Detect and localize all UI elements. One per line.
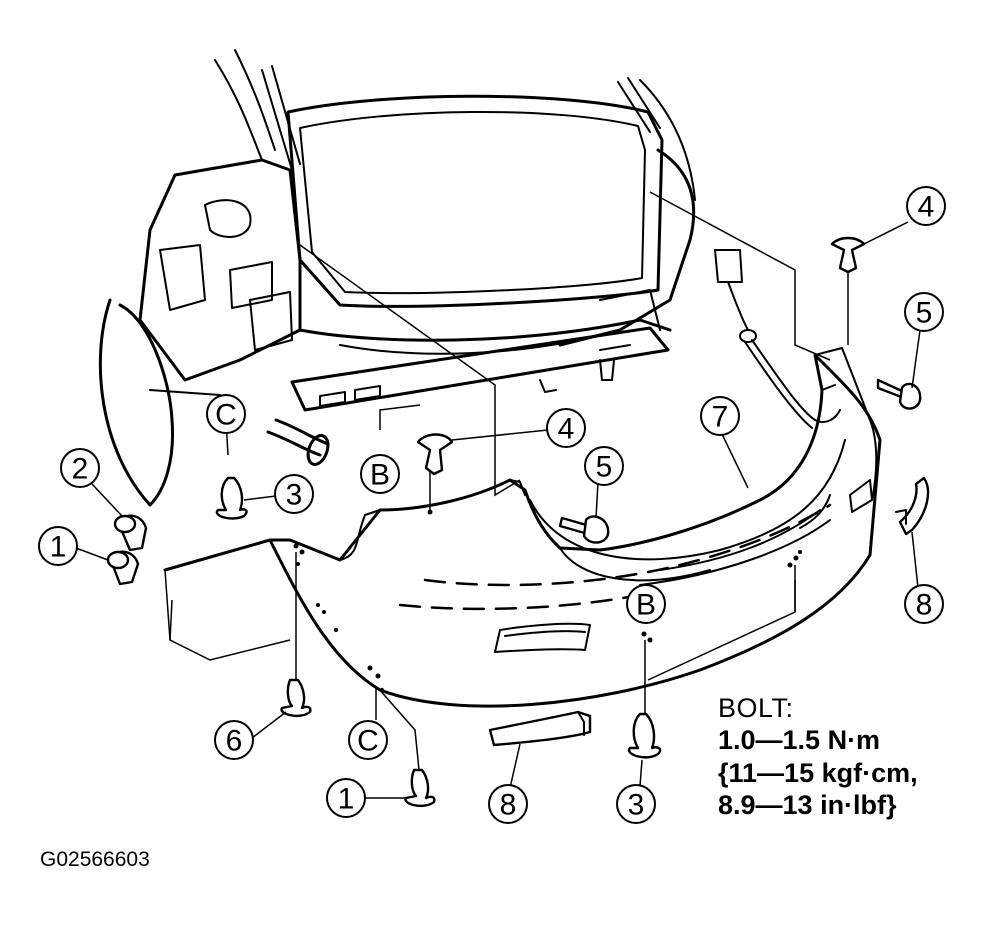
svg-text:1: 1 xyxy=(50,531,67,564)
spec-heading: BOLT: xyxy=(718,693,794,723)
svg-text:4: 4 xyxy=(558,413,575,446)
callout-4-upper: 4 xyxy=(863,186,946,245)
callout-b-upper: B xyxy=(360,454,400,494)
svg-text:B: B xyxy=(636,589,656,622)
svg-text:3: 3 xyxy=(628,789,645,822)
svg-text:8: 8 xyxy=(500,789,517,822)
fasteners xyxy=(106,236,930,808)
callout-b-lower: B xyxy=(626,584,666,624)
svg-text:5: 5 xyxy=(596,451,613,484)
spec-torque-nm: 1.0—1.5 N·m xyxy=(718,725,881,756)
callout-8-lower: 8 xyxy=(488,743,528,824)
callout-5-center: 5 xyxy=(584,446,624,519)
svg-text:1: 1 xyxy=(338,783,355,816)
callout-1-upper: 1 xyxy=(38,526,109,566)
callout-8-right: 8 xyxy=(904,531,944,624)
callout-c-lower: C xyxy=(348,720,388,760)
vehicle-body xyxy=(98,49,696,507)
callout-3-upper: 3 xyxy=(243,474,314,514)
svg-text:6: 6 xyxy=(226,725,243,758)
reference-lines xyxy=(164,191,849,781)
figure-code: G02566603 xyxy=(40,848,150,871)
callout-5-upper: 5 xyxy=(904,292,944,389)
svg-text:C: C xyxy=(215,399,237,432)
svg-text:4: 4 xyxy=(918,191,935,224)
svg-text:C: C xyxy=(357,725,379,758)
spec-torque-kgf: {11—15 kgf·cm, xyxy=(718,757,918,788)
svg-text:8: 8 xyxy=(916,589,933,622)
spec-torque-inlbf: 8.9—13 in·lbf} xyxy=(718,790,897,821)
svg-text:3: 3 xyxy=(286,479,303,512)
callout-2: 2 xyxy=(60,448,123,517)
callout-6: 6 xyxy=(214,711,287,760)
bumper-holes xyxy=(293,509,802,692)
bumper-cover xyxy=(163,249,882,708)
callout-3-lower: 3 xyxy=(616,759,656,824)
callout-c-upper: C xyxy=(206,394,246,434)
svg-text:B: B xyxy=(370,459,390,492)
bolt-torque-spec: BOLT: 1.0—1.5 N·m {11—15 kgf·cm, 8.9—13 … xyxy=(718,692,918,822)
svg-text:7: 7 xyxy=(712,401,729,434)
svg-text:5: 5 xyxy=(916,297,933,330)
callout-4-center: 4 xyxy=(451,408,586,448)
callout-1-lower: 1 xyxy=(326,778,406,818)
callout-7: 7 xyxy=(700,396,749,489)
svg-text:2: 2 xyxy=(72,453,89,486)
